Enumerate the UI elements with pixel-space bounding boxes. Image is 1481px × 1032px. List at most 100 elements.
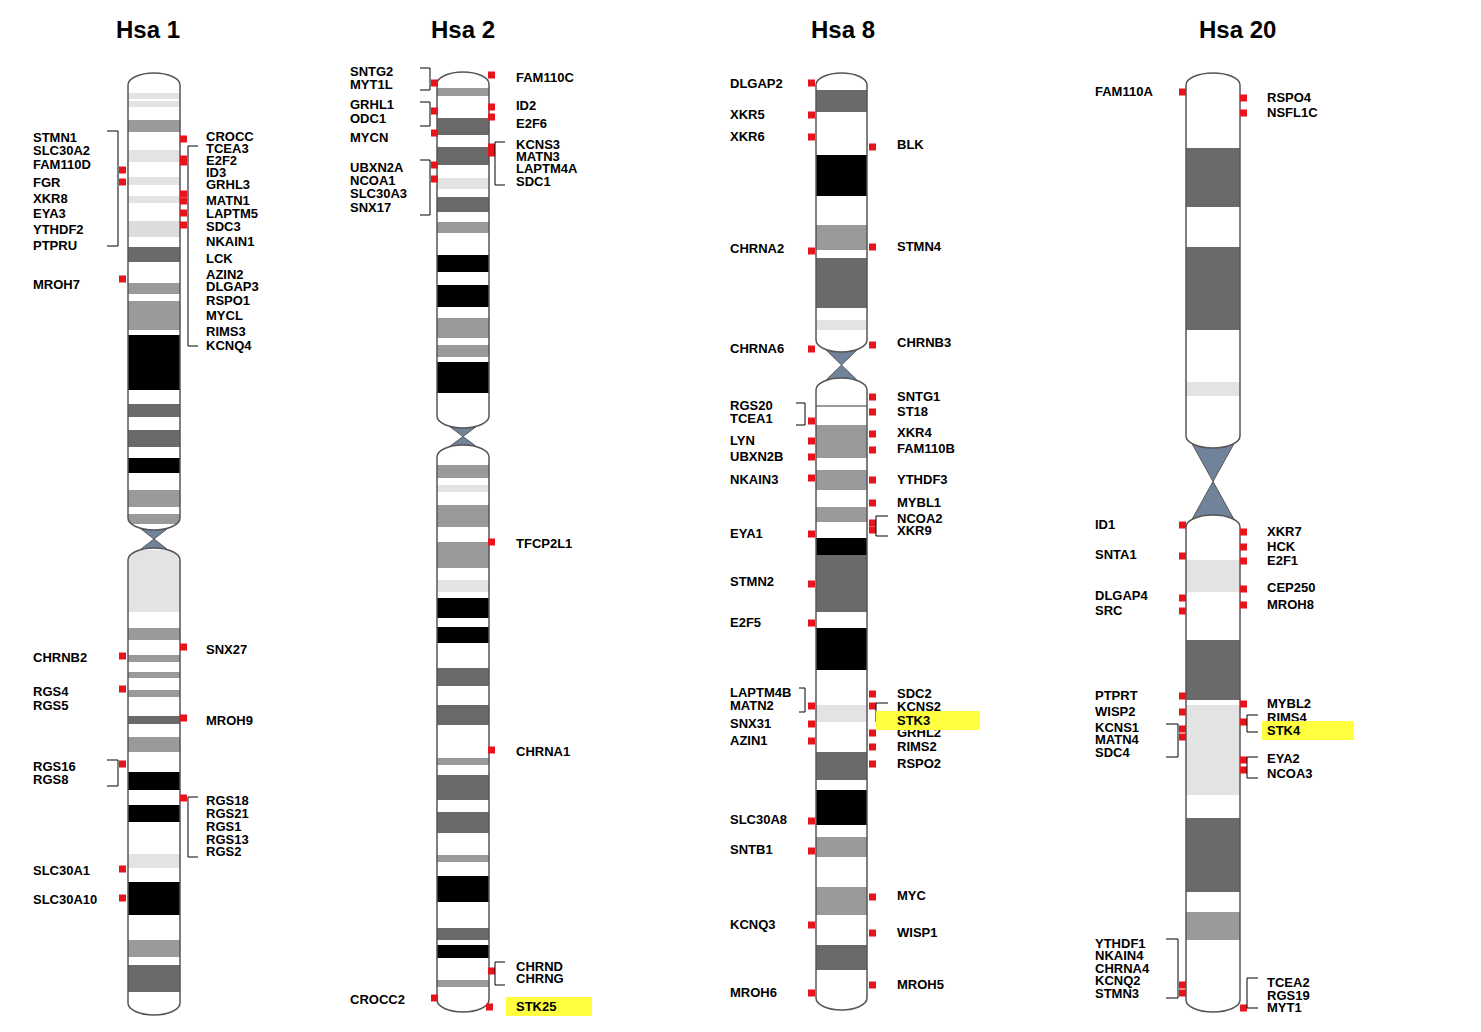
chromosome-band — [128, 221, 180, 237]
locus-marker — [808, 248, 815, 255]
gene-label: SLC30A8 — [730, 812, 787, 828]
chromosome-title: Hsa 1 — [116, 16, 180, 44]
gene-label: XKR6 — [730, 129, 765, 145]
gene-label: LCK — [206, 251, 233, 267]
locus-marker — [1240, 558, 1247, 565]
highlight-box: STK25 — [506, 997, 592, 1016]
chromosome-band — [816, 320, 867, 330]
gene-label: CROCC2 — [350, 992, 405, 1008]
gene-label: WISP1 — [897, 925, 937, 941]
gene-label: XKR5 — [730, 107, 765, 123]
arm-outline — [437, 445, 489, 1012]
gene-label: STK3 — [897, 711, 980, 730]
gene-label: SLC30A1 — [33, 863, 90, 879]
chromosome-band — [128, 301, 180, 330]
chromosome-band — [128, 628, 180, 640]
locus-marker — [869, 744, 876, 751]
chromosome-title: Hsa 8 — [811, 16, 875, 44]
arm-outline — [816, 378, 867, 1010]
chromosome-band — [1186, 912, 1240, 940]
locus-marker — [119, 686, 126, 693]
gene-label: UBXN2B — [730, 449, 783, 465]
chromosome-ideogram — [437, 72, 489, 1012]
arm-outline — [437, 72, 489, 428]
gene-label: RGS4 — [33, 684, 68, 700]
gene-label: SNX31 — [730, 716, 771, 732]
chromosome-arm — [1186, 73, 1240, 448]
gene-label: MYT1L — [350, 77, 393, 93]
gene-label: FGR — [33, 175, 60, 191]
chromosome-band — [128, 458, 180, 473]
chromosome-band — [437, 147, 489, 165]
locus-marker — [869, 431, 876, 438]
arm-ground — [437, 72, 489, 428]
chromosome-band — [128, 120, 180, 132]
chromosome-band — [816, 752, 867, 780]
group-bracket — [799, 688, 805, 712]
gene-label: MROH7 — [33, 277, 80, 293]
locus-marker — [1179, 990, 1186, 997]
locus-marker — [808, 581, 815, 588]
locus-marker — [119, 653, 126, 660]
chromosome-band — [128, 335, 180, 390]
gene-label: SDC4 — [1095, 745, 1130, 761]
chromosome-band — [128, 430, 180, 447]
gene-label: SNTA1 — [1095, 547, 1137, 563]
chromosome-band — [816, 258, 867, 308]
locus-marker — [808, 848, 815, 855]
gene-label: EYA3 — [33, 206, 66, 222]
locus-marker — [869, 409, 876, 416]
chromosome-band — [437, 345, 489, 357]
gene-label: MYBL1 — [897, 495, 941, 511]
locus-marker — [808, 818, 815, 825]
chromosome-band — [128, 940, 180, 957]
chromosome-band — [437, 255, 489, 272]
arm-ground — [1186, 73, 1240, 448]
chromosome-band — [128, 247, 180, 262]
gene-label: YTHDF2 — [33, 222, 84, 238]
locus-marker — [119, 167, 126, 174]
gene-label: STK4 — [1267, 721, 1354, 740]
gene-label: RSPO1 — [206, 293, 250, 309]
locus-marker — [808, 922, 815, 929]
chromosome-band — [816, 555, 867, 612]
chromosome-band — [437, 627, 489, 643]
gene-label: E2F6 — [516, 116, 547, 132]
gene-label: SLC30A10 — [33, 892, 97, 908]
locus-marker — [488, 144, 495, 151]
chromosome-band — [437, 945, 489, 958]
gene-label: RSPO2 — [897, 756, 941, 772]
group-bracket — [420, 102, 430, 126]
group-bracket — [107, 760, 118, 786]
chromosome-band — [437, 758, 489, 765]
locus-marker — [180, 198, 187, 205]
locus-marker — [180, 715, 187, 722]
gene-label: CHRNA6 — [730, 341, 784, 357]
locus-marker — [1179, 693, 1186, 700]
chromosome-band — [1186, 818, 1240, 892]
chromosome-arm — [1186, 515, 1240, 1012]
gene-label: NCOA3 — [1267, 766, 1313, 782]
chromosome-band — [437, 668, 489, 686]
gene-label: STMN3 — [1095, 986, 1139, 1002]
locus-marker — [119, 761, 126, 768]
locus-marker — [808, 438, 815, 445]
group-bracket — [188, 797, 198, 857]
group-bracket — [420, 160, 430, 215]
locus-marker — [1179, 522, 1186, 529]
gene-label: E2F1 — [1267, 553, 1298, 569]
locus-marker — [1240, 529, 1247, 536]
locus-marker — [1240, 586, 1247, 593]
gene-label: STMN2 — [730, 574, 774, 590]
gene-label: CHRNB2 — [33, 650, 87, 666]
group-bracket — [420, 68, 430, 90]
chromosome-arm — [128, 548, 180, 1015]
chromosome-band — [816, 837, 867, 857]
arm-ground — [816, 378, 867, 1010]
chromosome-band — [816, 155, 867, 196]
locus-marker — [431, 130, 438, 137]
gene-label: GRHL3 — [206, 177, 250, 193]
locus-marker — [869, 342, 876, 349]
chromosome-band — [437, 928, 489, 940]
locus-marker — [869, 500, 876, 507]
